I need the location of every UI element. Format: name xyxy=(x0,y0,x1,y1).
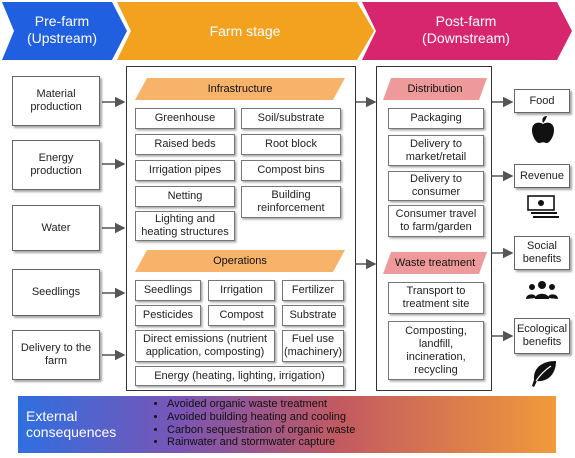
input-delivery-to-farm: Delivery to the farm xyxy=(12,330,100,380)
external-consequences-title: External consequences xyxy=(26,408,117,440)
infra-raised-beds: Raised beds xyxy=(135,134,235,155)
output-social-benefits: Social benefits xyxy=(514,236,570,270)
ops-seedlings: Seedlings xyxy=(135,280,201,301)
post-farm-label: Post-farm (Downstream) xyxy=(422,13,510,46)
operations-header: Operations xyxy=(135,250,345,272)
money-icon xyxy=(527,195,559,218)
ops-energy: Energy (heating, lighting, irrigation) xyxy=(135,366,344,386)
output-food: Food xyxy=(514,89,570,113)
dist-packaging: Packaging xyxy=(388,108,484,129)
ops-compost: Compost xyxy=(208,305,275,326)
distribution-header: Distribution xyxy=(383,78,487,100)
stage-banner xyxy=(2,2,572,60)
input-water: Water xyxy=(12,205,100,251)
external-item: Rainwater and stormwater capture xyxy=(167,436,355,449)
farm-stage-label: Farm stage xyxy=(209,23,281,39)
infra-irrigation-pipes: Irrigation pipes xyxy=(135,160,235,181)
infra-netting: Netting xyxy=(135,186,235,207)
output-revenue: Revenue xyxy=(514,164,570,188)
leaf-icon xyxy=(532,361,556,387)
pre-farm-label: Pre-farm (Upstream) xyxy=(26,13,97,46)
ops-direct-emissions: Direct emissions (nutrient application, … xyxy=(135,330,275,362)
farm-chevron xyxy=(117,2,374,60)
dist-delivery-consumer: Delivery to consumer xyxy=(388,171,484,201)
ops-fertilizer: Fertilizer xyxy=(282,280,344,301)
infra-soil-substrate: Soil/substrate xyxy=(241,108,341,129)
ops-irrigation: Irrigation xyxy=(208,280,275,301)
input-material-production: Material production xyxy=(12,76,100,126)
pre-farm-chevron xyxy=(2,2,127,60)
ops-substrate: Substrate xyxy=(282,305,344,326)
waste-transport: Transport to treatment site xyxy=(388,282,484,314)
post-farm-chevron xyxy=(362,2,572,60)
infrastructure-header: Infrastructure xyxy=(135,78,345,100)
ops-fuel-use: Fuel use (machinery) xyxy=(282,330,344,362)
waste-treatment-header: Waste treatment xyxy=(383,252,487,274)
infra-lighting-heating: Lighting and heating structures xyxy=(135,211,235,241)
infra-root-block: Root block xyxy=(241,134,341,155)
waste-composting-landfill: Composting, landfill, incineration, recy… xyxy=(388,321,484,380)
external-item: Avoided building heating and cooling xyxy=(167,411,355,424)
dist-delivery-market: Delivery to market/retail xyxy=(388,135,484,166)
ops-pesticides: Pesticides xyxy=(135,305,201,326)
external-consequences-bar: External consequences Avoided organic wa… xyxy=(18,396,556,453)
external-item: Avoided organic waste treatment xyxy=(167,398,355,411)
external-item: Carbon sequestration of organic waste xyxy=(167,424,355,437)
dist-consumer-travel: Consumer travel to farm/garden xyxy=(388,205,484,237)
output-ecological-benefits: Ecological benefits xyxy=(514,318,570,354)
infra-greenhouse: Greenhouse xyxy=(135,108,235,129)
people-icon xyxy=(526,281,558,299)
apple-icon xyxy=(532,116,554,144)
external-consequences-list: Avoided organic waste treatment Avoided … xyxy=(153,398,355,449)
infra-building-reinforcement: Building reinforcement xyxy=(241,186,341,218)
infra-compost-bins: Compost bins xyxy=(241,160,341,181)
input-seedlings: Seedlings xyxy=(12,269,100,316)
input-energy-production: Energy production xyxy=(12,140,100,190)
